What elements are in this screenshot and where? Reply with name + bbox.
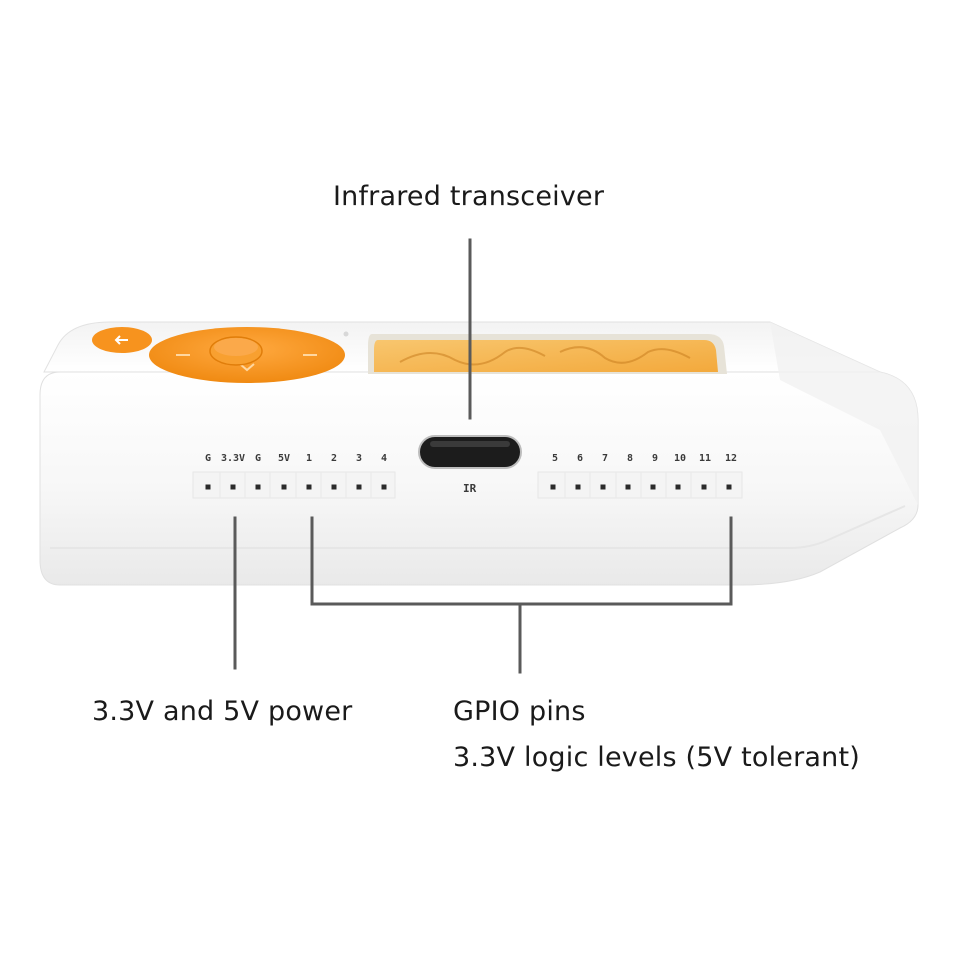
pin-hole (550, 484, 556, 490)
pin-hole (675, 484, 681, 490)
pin-label-g-2: G (254, 453, 262, 464)
pin-label-12: 12 (724, 453, 738, 464)
device-bottom-lip (50, 505, 906, 549)
pin-label-5v: 5V (277, 453, 291, 464)
pin-hole (356, 484, 362, 490)
pin-label-6: 6 (576, 453, 584, 464)
pin-hole (701, 484, 707, 490)
power-label: 3.3V and 5V power (92, 696, 353, 727)
center-ok-button-top (214, 338, 258, 356)
pin-label-9: 9 (651, 453, 659, 464)
pin-hole (726, 484, 732, 490)
back-arrow-icon (114, 335, 128, 345)
pin-label-8: 8 (626, 453, 634, 464)
pin-hole (575, 484, 581, 490)
ir-window-shine (430, 441, 510, 447)
pin-hole (230, 484, 236, 490)
status-led (343, 331, 349, 337)
device-side-facet (770, 322, 918, 505)
pin-label-3: 3 (355, 453, 363, 464)
pin-label-1: 1 (305, 453, 313, 464)
pin-hole (600, 484, 606, 490)
pin-hole (650, 484, 656, 490)
pin-label-3v3: 3.3V (220, 453, 246, 464)
right-gpio-header (537, 471, 743, 499)
pin-hole (281, 484, 287, 490)
ir-window (418, 435, 522, 469)
screen-display (374, 340, 718, 372)
gpio-pins-label: GPIO pins (453, 696, 586, 727)
pin-label-5: 5 (551, 453, 559, 464)
left-gpio-header (192, 471, 396, 499)
pin-hole (625, 484, 631, 490)
pin-label-4: 4 (380, 453, 388, 464)
header-dividers (219, 472, 717, 498)
pin-label-11: 11 (698, 453, 712, 464)
pin-hole (306, 484, 312, 490)
device-body (39, 371, 919, 586)
pin-label-2: 2 (330, 453, 338, 464)
leader-lines (233, 238, 733, 674)
pin-hole (205, 484, 211, 490)
infrared-transceiver-label: Infrared transceiver (333, 181, 605, 212)
pin-label-g-1: G (204, 453, 212, 464)
pin-hole (255, 484, 261, 490)
pin-hole (381, 484, 387, 490)
pin-label-7: 7 (601, 453, 609, 464)
gpio-logic-levels-label: 3.3V logic levels (5V tolerant) (453, 742, 860, 773)
pin-hole (331, 484, 337, 490)
ir-label: IR (463, 482, 477, 495)
dpad-down-icon (239, 363, 255, 372)
screen-graphic (399, 346, 691, 366)
pin-label-10: 10 (673, 453, 687, 464)
